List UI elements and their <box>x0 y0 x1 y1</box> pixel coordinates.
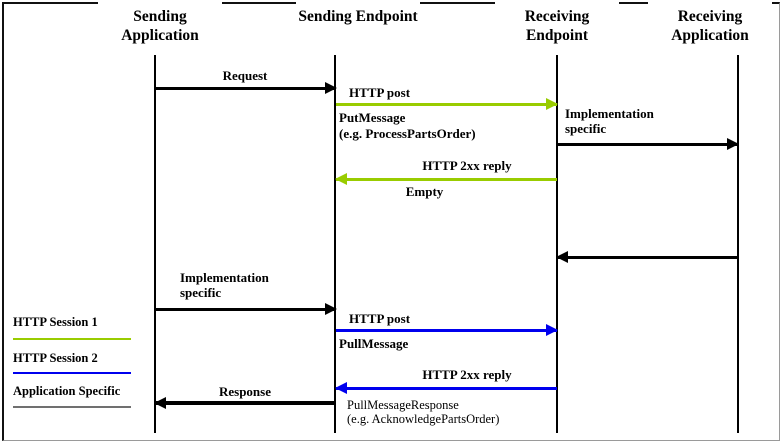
http-post-top-arrow <box>336 98 558 110</box>
implementation-specific-left-arrow <box>155 303 337 315</box>
lifeline-receiving-endpoint <box>556 55 558 433</box>
implementation-specific-right-arrow <box>557 138 739 150</box>
http-2xx-reply-bottom-label: HTTP 2xx reply <box>422 367 512 382</box>
request-arrow <box>155 82 337 94</box>
http-post-bottom-label: HTTP post <box>349 311 411 326</box>
actor-sending-endpoint: Sending Endpoint <box>296 0 420 50</box>
legend-http-session-2-line <box>13 372 131 374</box>
lifeline-sending-application <box>154 55 156 433</box>
put-message-label: PutMessage <box>339 110 406 125</box>
response-label: Response <box>218 384 271 399</box>
pull-message-response-label: PullMessageResponse <box>347 398 459 412</box>
http-2xx-reply-top-label: HTTP 2xx reply <box>422 158 512 173</box>
empty-label: Empty <box>405 184 444 199</box>
actor-receiving-application: Receiving Application <box>648 0 772 50</box>
http-2xx-reply-top-arrow <box>335 173 557 185</box>
legend-application-specific-line <box>13 406 131 408</box>
request-label: Request <box>222 68 268 83</box>
http-post-bottom-arrow <box>336 324 558 336</box>
receiving-return-arrow <box>556 251 738 263</box>
actor-sending-application: Sending Application <box>98 0 222 50</box>
put-message-example-label: (e.g. ProcessPartsOrder) <box>339 126 476 141</box>
legend-application-specific-label: Application Specific <box>13 384 121 398</box>
implementation-specific-right-label: Implementation specific <box>565 106 654 136</box>
response-arrow <box>154 396 336 409</box>
lifeline-receiving-application <box>737 55 739 433</box>
pull-message-label: PullMessage <box>339 336 409 351</box>
lifeline-sending-endpoint <box>334 55 336 433</box>
pull-message-response-example-label: (e.g. AcknowledgePartsOrder) <box>347 412 500 426</box>
legend-http-session-1-line <box>13 338 131 340</box>
legend-http-session-1-label: HTTP Session 1 <box>13 315 98 329</box>
http-2xx-reply-bottom-arrow <box>335 382 557 394</box>
implementation-specific-left-label: Implementation specific <box>180 270 269 300</box>
http-post-top-label: HTTP post <box>349 85 411 100</box>
legend-http-session-2-label: HTTP Session 2 <box>13 351 98 365</box>
actor-receiving-endpoint: Receiving Endpoint <box>495 0 619 50</box>
